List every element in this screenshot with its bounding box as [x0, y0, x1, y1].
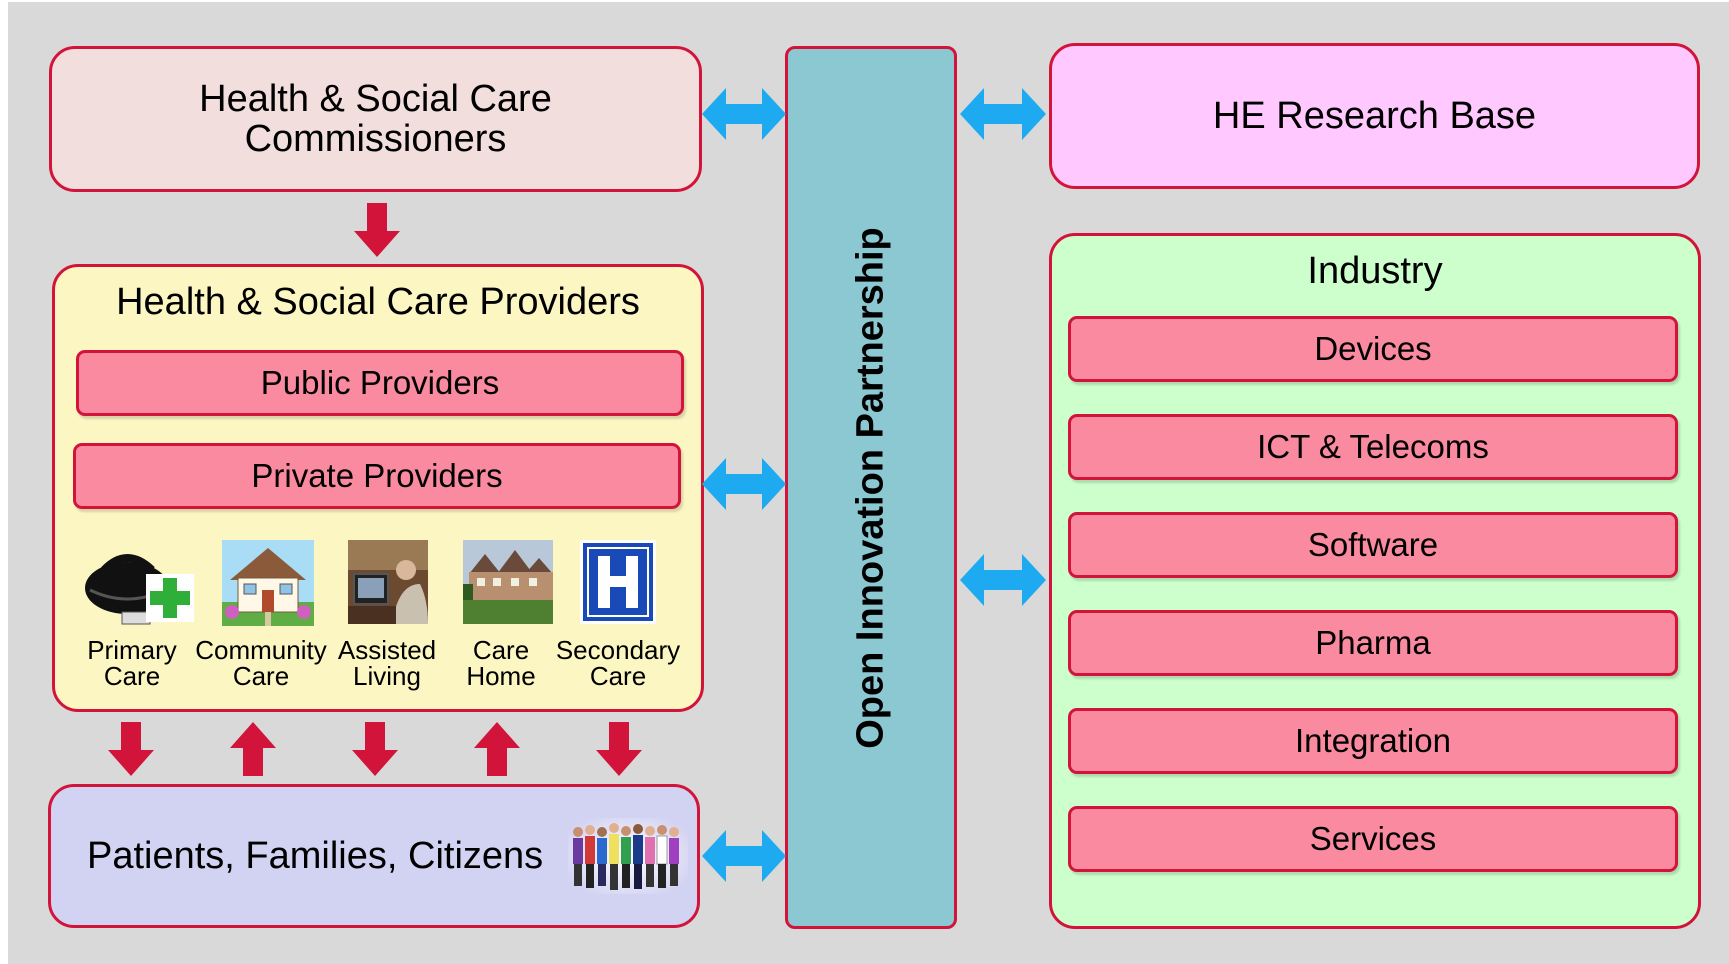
he-research-base-label: HE Research Base [1212, 95, 1537, 137]
care-label-primary-line2: Care [103, 661, 161, 691]
care-label-secondary-line2: Care [589, 661, 647, 691]
doctor-bag-icon [85, 554, 194, 625]
care-home-photo [463, 540, 553, 624]
patients-label: Patients, Families, Citizens [87, 835, 544, 877]
care-label-assisted-line2: Living [353, 661, 421, 691]
care-label-community: Community Care [191, 637, 331, 689]
commissioners-title-line2: Commissioners [244, 118, 507, 160]
industry-sector-software: Software [1068, 512, 1678, 578]
care-label-home: Care Home [431, 637, 571, 689]
industry-sector-services: Services [1068, 806, 1678, 872]
he-research-base-box: HE Research Base [1049, 43, 1700, 189]
providers-partnership-double-arrow [702, 458, 786, 510]
care-label-home-line2: Home [466, 661, 536, 691]
care-label-home-line1: Care [472, 635, 530, 665]
commissioners-partnership-double-arrow [702, 88, 786, 140]
care-label-community-line1: Community [195, 635, 327, 665]
assisted-living-photo [348, 540, 428, 624]
open-innovation-partnership-label: Open Innovation Partnership [849, 226, 892, 749]
industry-sector-devices: Devices [1068, 316, 1678, 382]
providers-title: Health & Social Care Providers [116, 281, 640, 323]
people-group-icon [568, 818, 688, 894]
open-innovation-partnership-bar: Open Innovation Partnership [785, 46, 957, 929]
care-label-community-line2: Care [232, 661, 290, 691]
hospital-sign-icon [580, 540, 656, 624]
patients-to-providers-arrow-1 [230, 722, 276, 776]
care-label-secondary-line1: Secondary [555, 635, 681, 665]
industry-title: Industry [1307, 250, 1443, 292]
care-label-primary-line1: Primary [87, 635, 177, 665]
private-providers-bar: Private Providers [73, 443, 681, 509]
patients-partnership-double-arrow [702, 830, 786, 882]
commissioners-to-providers-arrow [354, 203, 400, 257]
care-label-primary: Primary Care [62, 637, 202, 689]
providers-to-patients-arrow-2 [352, 722, 398, 776]
partnership-he-research-double-arrow [960, 88, 1046, 140]
partnership-industry-double-arrow [960, 554, 1046, 606]
patients-to-providers-arrow-2 [474, 722, 520, 776]
care-label-assisted-line1: Assisted [337, 635, 437, 665]
industry-sector-ict-telecoms: ICT & Telecoms [1068, 414, 1678, 480]
care-label-assisted: Assisted Living [317, 637, 457, 689]
industry-sector-integration: Integration [1068, 708, 1678, 774]
public-providers-bar: Public Providers [76, 350, 684, 416]
providers-to-patients-arrow-1 [108, 722, 154, 776]
commissioners-box: Health & Social Care Commissioners [49, 46, 702, 192]
house-icon [222, 540, 314, 626]
providers-to-patients-arrow-3 [596, 722, 642, 776]
care-label-secondary: Secondary Care [548, 637, 688, 689]
industry-sector-pharma: Pharma [1068, 610, 1678, 676]
commissioners-title-line1: Health & Social Care [199, 78, 552, 120]
